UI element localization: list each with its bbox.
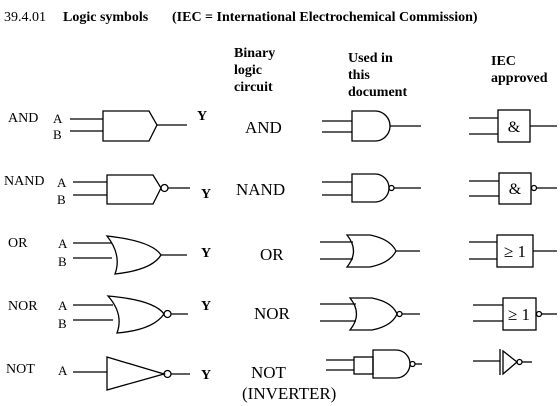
header-iec-approved: IEC approved	[491, 54, 548, 86]
input-label-b: B	[57, 192, 66, 207]
row-label-or: OR	[8, 236, 28, 251]
nand-gate-iec-symbol: &	[469, 172, 557, 205]
input-label-a: A	[57, 175, 67, 190]
gate-name-and: AND	[245, 118, 282, 137]
input-label-a: A	[53, 111, 63, 126]
output-label-y: Y	[201, 299, 212, 314]
page-title: Logic symbols	[63, 10, 149, 25]
output-label-y: Y	[197, 109, 208, 124]
iec-or-symbol-label: ≥ 1	[504, 242, 526, 261]
or-gate-symbol	[73, 235, 187, 275]
iec-nor-symbol-label: ≥ 1	[508, 305, 530, 324]
input-label-a: A	[58, 363, 68, 378]
row-label-nor: NOR	[8, 299, 38, 314]
and-gate-iec-symbol: &	[469, 109, 557, 143]
or-gate-document-symbol	[320, 234, 420, 268]
output-label-y: Y	[201, 368, 212, 383]
iec-and-symbol-label: &	[508, 119, 521, 136]
row-label-not: NOT	[6, 362, 35, 377]
iec-nand-symbol-label: &	[509, 181, 522, 198]
nor-gate-symbol	[73, 295, 188, 334]
nor-gate-document-symbol	[320, 297, 420, 331]
output-label-y: Y	[201, 246, 212, 261]
not-gate-symbol	[73, 356, 190, 391]
output-label-y: Y	[201, 187, 212, 202]
input-label-b: B	[53, 127, 62, 142]
gate-name-nand: NAND	[236, 180, 286, 199]
header-used-in-this-document: Used in this document	[348, 51, 408, 100]
and-gate-symbol	[70, 110, 187, 142]
input-label-a: A	[58, 298, 68, 313]
nor-gate-iec-symbol: ≥ 1	[473, 297, 557, 331]
gate-name-or: OR	[260, 245, 284, 264]
nand-gate-document-symbol	[322, 173, 421, 203]
nand-gate-symbol	[73, 174, 190, 205]
header-binary-logic-circuit: Binary logic circuit	[234, 46, 276, 95]
or-gate-iec-symbol: ≥ 1	[469, 234, 557, 268]
input-label-a: A	[58, 236, 68, 251]
title-note: (IEC = International Electrochemical Com…	[172, 10, 478, 25]
section-number: 39.4.01	[4, 10, 46, 25]
row-label-nand: NAND	[4, 174, 45, 189]
gate-name-inverter: (INVERTER)	[242, 384, 337, 403]
gate-name-nor: NOR	[254, 304, 290, 323]
and-gate-document-symbol	[322, 110, 421, 142]
input-label-b: B	[58, 254, 67, 269]
row-label-and: AND	[8, 111, 39, 126]
gate-name-not: NOT	[251, 363, 286, 382]
not-gate-document-symbol	[326, 349, 422, 379]
not-gate-iec-symbol	[473, 349, 532, 376]
input-label-b: B	[58, 316, 67, 331]
